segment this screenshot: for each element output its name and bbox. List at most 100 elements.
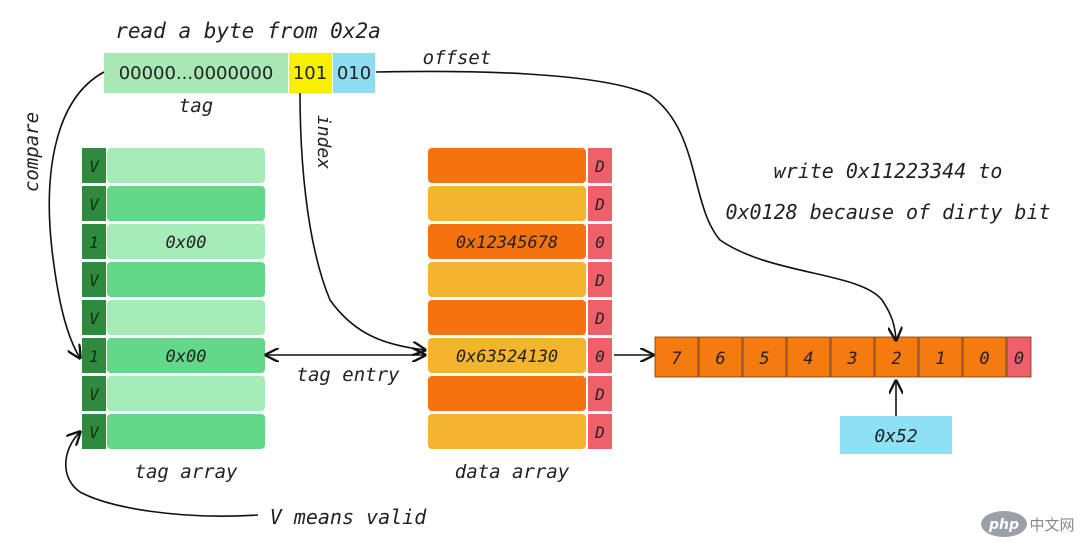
watermark-text: 中文网 — [1029, 516, 1074, 534]
tag-array-row: V — [82, 186, 265, 221]
dirty-bit-cell — [588, 414, 612, 449]
write-note-line2: 0x0128 because of dirty bit — [725, 200, 1050, 224]
write-note-line1: write 0x11223344 to — [774, 159, 1003, 183]
data-value: 0x63524130 — [456, 347, 558, 367]
data-array-row: 0x12345678 0 — [428, 224, 612, 259]
v-means-valid-label: V means valid — [270, 505, 427, 529]
address-bits: 00000...0000000 101 010 — [104, 53, 375, 93]
offset-field-bits: 010 — [337, 63, 371, 84]
tag-cell — [107, 186, 265, 221]
index-label: index — [313, 115, 334, 169]
cache-line-byte-cell — [786, 336, 831, 378]
dirty-bit: 0 — [595, 347, 605, 366]
data-cell — [428, 262, 586, 297]
tag-array-row: V — [82, 376, 265, 411]
dirty-bit-cell — [588, 338, 612, 373]
tag-label: tag — [179, 95, 213, 117]
dirty-bit: 0 — [595, 233, 605, 252]
data-value: 0x12345678 — [456, 233, 558, 253]
compare-arrow — [48, 71, 105, 358]
index-arrow — [299, 92, 425, 350]
tag-array-row: 1 0x00 — [82, 224, 265, 259]
tag-cell — [107, 148, 265, 183]
tag-array-row: 1 0x00 — [82, 338, 265, 373]
dirty-bit-cell — [588, 300, 612, 335]
tag-array-label: tag array — [135, 461, 239, 483]
dirty-bit-cell — [588, 376, 612, 411]
index-field — [289, 53, 332, 93]
cache-line-byte-label: 4 — [803, 349, 813, 369]
tag-value: 0x00 — [166, 233, 207, 253]
valid-bit: V — [89, 309, 100, 328]
watermark-logo — [981, 511, 1027, 537]
dirty-bit-cell — [588, 186, 612, 221]
watermark-logo-text: php — [988, 517, 1019, 533]
valid-bit-cell — [82, 262, 106, 297]
index-field-bits: 101 — [293, 63, 327, 84]
valid-bit: V — [89, 423, 100, 442]
cache-line-byte-cell — [742, 336, 787, 378]
data-array-row: D — [428, 300, 612, 335]
valid-bit-cell — [82, 300, 106, 335]
offset-arrow — [375, 70, 896, 340]
cache-line-byte-cell — [918, 336, 963, 378]
watermark: php 中文网 — [981, 511, 1075, 537]
cache-line-byte-cell — [830, 336, 875, 378]
cache-line-byte: 6 — [698, 336, 743, 378]
dirty-bit: D — [594, 157, 605, 176]
offset-label: offset — [423, 47, 492, 69]
tag-array-row: V — [82, 262, 265, 297]
data-cell — [428, 414, 586, 449]
valid-bit-cell — [82, 338, 106, 373]
cache-line-byte-label: 5 — [759, 349, 769, 369]
cache-line-byte-cell — [962, 336, 1007, 378]
valid-bit-cell — [82, 148, 106, 183]
data-array-row: D — [428, 186, 612, 221]
tag-field — [104, 53, 288, 93]
cache-line-byte: 1 — [918, 336, 963, 378]
cache-line-byte: 3 — [830, 336, 875, 378]
dirty-bit: D — [594, 309, 605, 328]
tag-value: 0x00 — [166, 347, 207, 367]
valid-bit: V — [89, 195, 100, 214]
tag-cell — [107, 414, 265, 449]
dirty-bit: D — [594, 385, 605, 404]
data-array-row: 0x63524130 0 — [428, 338, 612, 373]
tag-entry-label: tag entry — [297, 364, 401, 386]
data-cell — [428, 376, 586, 411]
data-array-row: D — [428, 262, 612, 297]
cache-line-dirty-cell — [1006, 336, 1032, 378]
valid-bit: 1 — [89, 233, 99, 252]
tag-cell — [107, 300, 265, 335]
dirty-bit-cell — [588, 262, 612, 297]
valid-bit: V — [89, 271, 100, 290]
valid-note-arrow — [65, 432, 259, 517]
result-value: 0x52 — [874, 426, 917, 447]
valid-bit: 1 — [89, 347, 99, 366]
tag-array-row: V — [82, 148, 265, 183]
valid-bit-cell — [82, 224, 106, 259]
tag-array-row: V — [82, 414, 265, 449]
cache-line-byte-label: 2 — [891, 349, 901, 369]
data-array-row: D — [428, 148, 612, 183]
dirty-bit-cell — [588, 224, 612, 259]
cache-line-byte-label: 3 — [846, 349, 857, 369]
tag-cell — [107, 338, 265, 373]
diagram-title: read a byte from 0x2a — [115, 19, 381, 43]
valid-bit: V — [89, 157, 100, 176]
tag-cell — [107, 224, 265, 259]
data-cell — [428, 186, 586, 221]
cache-line-byte-cell — [874, 336, 919, 378]
tag-array-row: V — [82, 300, 265, 335]
dirty-bit: D — [594, 423, 605, 442]
cache-line-byte-cell — [698, 336, 743, 378]
valid-bit-cell — [82, 376, 106, 411]
cache-line-byte-cell — [654, 336, 699, 378]
cache-line-byte-label: 1 — [935, 349, 945, 369]
offset-field — [333, 53, 375, 93]
cache-line-byte: 5 — [742, 336, 787, 378]
